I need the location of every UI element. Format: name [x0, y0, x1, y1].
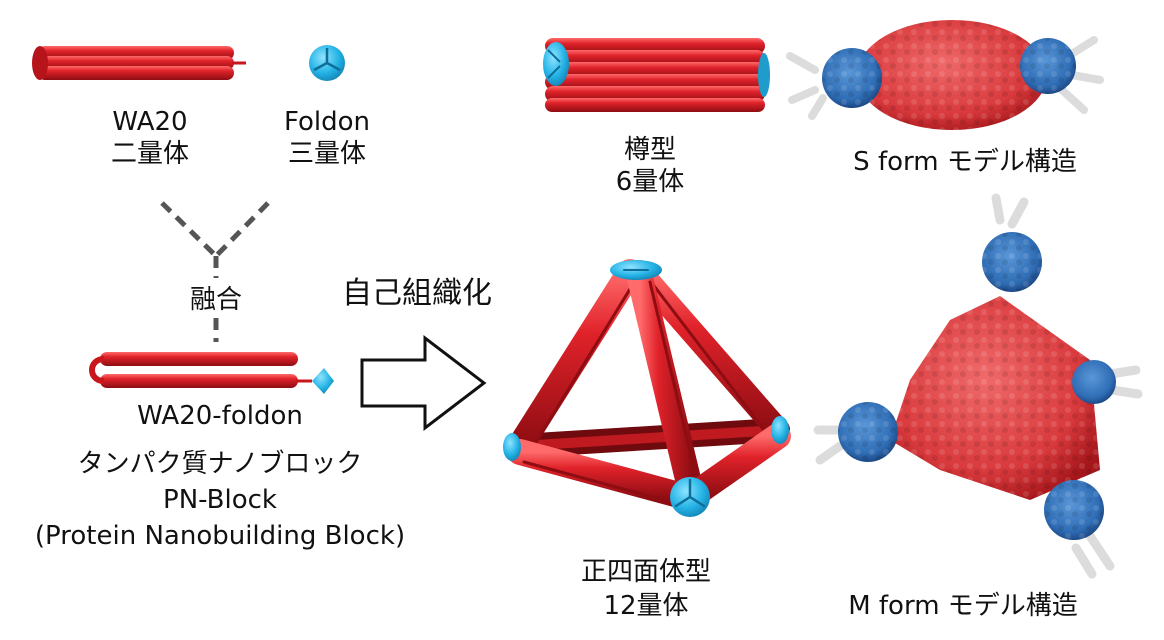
foldon-label: Foldon — [283, 107, 371, 137]
s-form-surface-model — [786, 20, 1104, 130]
m-form-label: M form モデル構造 — [848, 591, 1078, 621]
fusion-label: 融合 — [189, 285, 242, 315]
pn-block-en-label: PN-Block — [163, 485, 277, 515]
barrel-oligomer-label: 6量体 — [615, 167, 685, 197]
s-form-label: S form モデル構造 — [853, 147, 1077, 177]
tetra-oligomer-label: 12量体 — [603, 591, 689, 621]
barrel-hexamer-model — [543, 38, 770, 112]
barrel-type-label: 樽型 — [623, 135, 676, 165]
foldon-oligomer-label: 三量体 — [287, 139, 366, 169]
tetra-type-label: 正四面体型 — [580, 557, 711, 587]
pn-block-full-label: (Protein Nanobuilding Block) — [34, 521, 406, 551]
wa20-oligomer-label: 二量体 — [110, 139, 189, 169]
pn-block-jp-label: タンパク質ナノブロック — [77, 449, 363, 479]
m-form-surface-model — [813, 193, 1143, 579]
wa20-label: WA20 — [112, 107, 188, 137]
foldon-trimer-model — [309, 45, 345, 81]
wa20-foldon-model — [89, 352, 334, 394]
self-assembly-label: 自己組織化 — [342, 276, 492, 311]
tetrahedron-12mer-model — [503, 259, 791, 517]
wa20-foldon-label: WA20-foldon — [137, 401, 303, 431]
assembly-arrow-icon — [360, 334, 487, 432]
wa20-dimer-model — [32, 46, 246, 80]
fusion-lines — [160, 201, 270, 342]
